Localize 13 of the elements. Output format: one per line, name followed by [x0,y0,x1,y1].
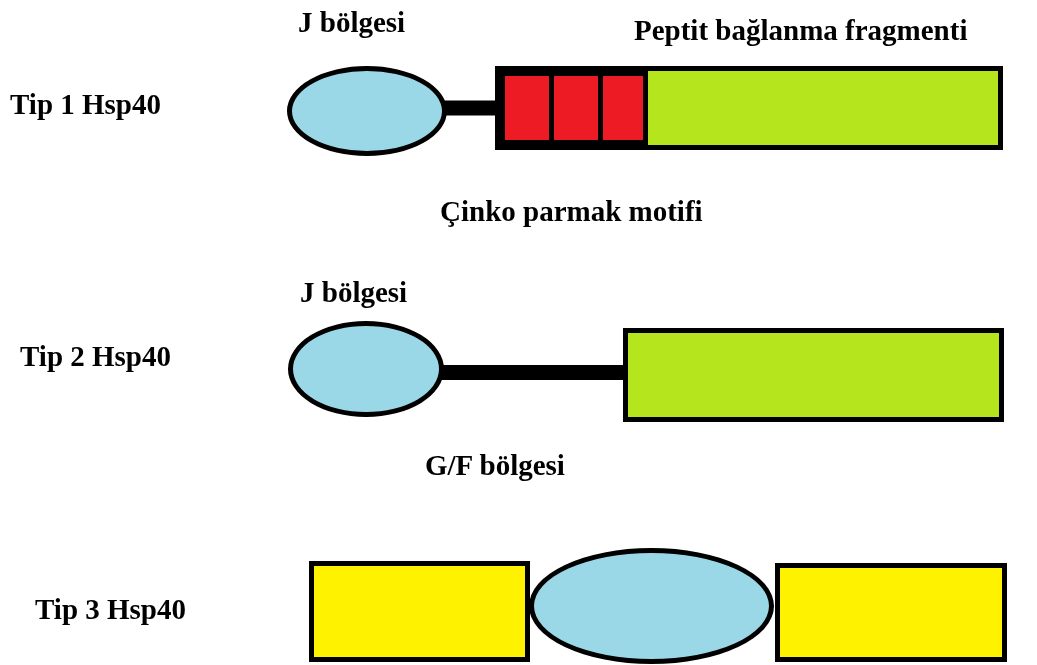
row-label: Tip 3 Hsp40 [35,595,186,624]
domain-bar [495,66,1003,150]
row-label: Tip 1 Hsp40 [10,90,161,119]
domain-label: J bölgesi [298,8,406,37]
motif-label: Çinko parmak motifi [440,197,703,226]
domain-bar [623,328,1004,422]
domain-label: Peptit bağlanma fragmenti [634,16,968,45]
domain-bar [309,561,530,662]
edge-label: G/F bölgesi [425,451,565,480]
domain-ellipse [529,548,774,664]
domain-label: J bölgesi [300,278,408,307]
domain-bar [775,563,1007,662]
row-label: Tip 2 Hsp40 [20,342,171,371]
